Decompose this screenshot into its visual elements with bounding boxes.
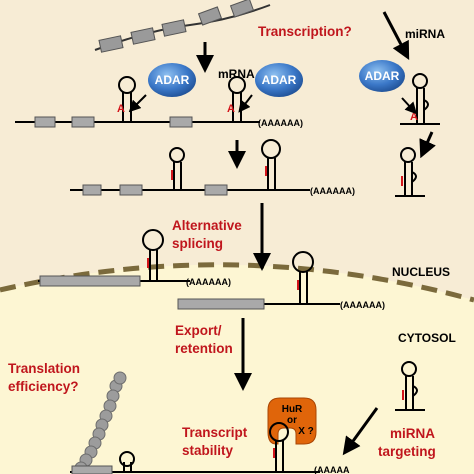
adar-enzyme-1	[148, 63, 196, 97]
translation-label-2: efficiency?	[8, 379, 79, 394]
polya-tail-4: (AAAAAA)	[340, 300, 385, 310]
alt-splicing-label-1: Alternative	[172, 218, 242, 233]
arrow-mirna-down	[419, 131, 436, 159]
mirna-targeting-label-1: miRNA	[390, 426, 435, 441]
stability-label-1: Transcript	[182, 425, 248, 440]
export-label-2: retention	[175, 341, 233, 356]
edit-site-mirna: A	[410, 111, 418, 123]
nuclear-envelope	[0, 262, 474, 303]
nucleus-label: NUCLEUS	[392, 265, 450, 279]
adar-arrow-3	[401, 97, 418, 115]
arrow-to-mirna	[382, 11, 410, 60]
arrow-mirna-targeting	[342, 407, 379, 456]
pre-mrna-1	[15, 76, 260, 128]
edit-site-1: A	[117, 103, 125, 115]
polya-tail-3: (AAAAAA)	[186, 277, 231, 287]
edit-site-2: A	[227, 103, 235, 115]
adar-enzyme-3	[359, 60, 405, 92]
chromatin	[94, 0, 271, 53]
mirna-targeting-label-2: targeting	[378, 444, 436, 459]
pre-mrna-2	[70, 139, 310, 196]
adar-label-2: ADAR	[262, 73, 297, 87]
adar-arrow-1	[128, 94, 147, 113]
translation-label-1: Translation	[8, 361, 80, 376]
cytosolic-mrna	[70, 422, 320, 474]
adar-enzyme-2	[255, 63, 303, 97]
hur-label-3: X ?	[298, 426, 314, 437]
cytosol-region	[0, 264, 474, 474]
polya-tail-5: (AAAAA	[314, 465, 350, 474]
edited-pre-mirna	[395, 147, 425, 197]
polya-tail-1: (AAAAAA)	[258, 118, 303, 128]
adar-arrow-2	[238, 94, 253, 113]
alt-splicing-label-2: splicing	[172, 236, 223, 251]
mrna-label: mRNA	[218, 67, 255, 81]
hur-label-1: HuR	[282, 404, 303, 415]
adar-label-3: ADAR	[365, 69, 400, 83]
mature-mrna	[177, 251, 340, 310]
adar-label-1: ADAR	[155, 73, 190, 87]
polypeptide-chain	[74, 371, 127, 474]
export-label-1: Export/	[175, 323, 222, 338]
polya-tail-2: (AAAAAA)	[310, 186, 355, 196]
splice-variant	[38, 229, 190, 287]
mature-mirna-hairpin	[395, 361, 425, 411]
transcription-label: Transcription?	[258, 24, 352, 39]
hur-label-2: or	[287, 415, 297, 426]
mirna-label: miRNA	[405, 27, 445, 41]
cytosol-label: CYTOSOL	[398, 331, 456, 345]
stability-label-2: stability	[182, 443, 234, 458]
